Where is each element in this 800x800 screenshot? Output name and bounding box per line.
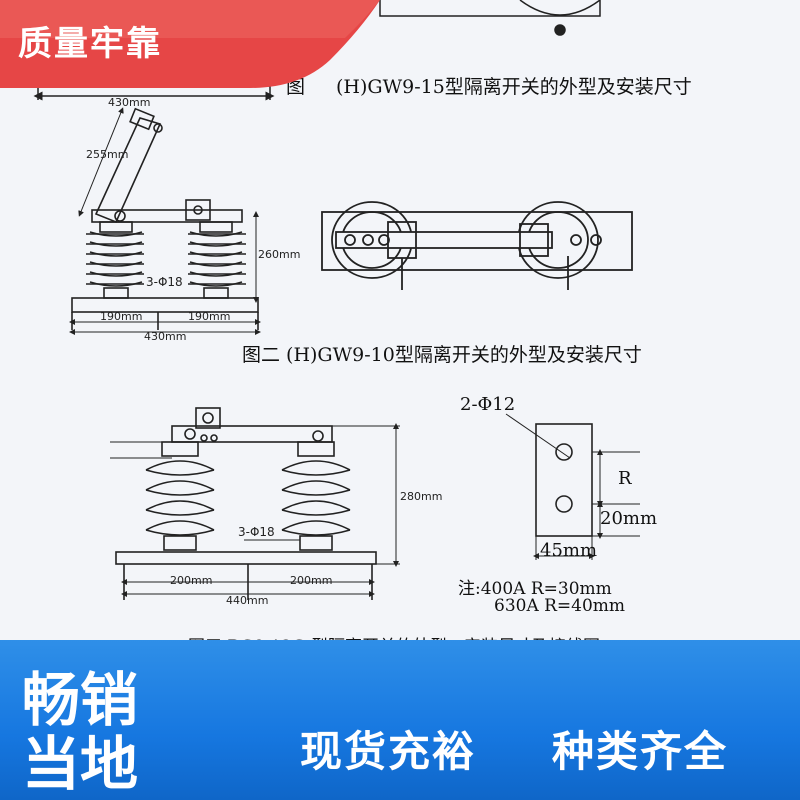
- banner-line1: 畅销: [22, 666, 139, 734]
- fig2-hole-label: 3-Φ18: [146, 275, 183, 289]
- figure3-side-view: [110, 407, 400, 600]
- fig1-dim-430: 430mm: [108, 96, 150, 109]
- figure2-side-view: [69, 107, 261, 335]
- quality-badge: [0, 0, 380, 88]
- banner-slogan1: 现货充裕: [300, 727, 477, 776]
- terminal-dim-45: 45mm: [540, 540, 597, 561]
- fig2-dim-255: 255mm: [86, 148, 128, 161]
- fig2-dim-260: 260mm: [258, 248, 300, 261]
- fig2-dim-430: 430mm: [144, 330, 186, 343]
- banner-line2: 当地: [22, 730, 139, 798]
- fig3-dim-280: 280mm: [400, 490, 442, 503]
- terminal-detail: [505, 413, 640, 560]
- fig2-insulator-right: [188, 221, 246, 299]
- fig3-dim-200a: 200mm: [170, 574, 212, 587]
- terminal-note-400a: 注:400A R=30mm: [458, 579, 612, 599]
- fig2-dim-190b: 190mm: [188, 310, 230, 323]
- badge-text: 质量牢靠: [18, 24, 162, 64]
- fig3-insulator-right: [281, 441, 351, 551]
- fig3-insulator-left: [145, 441, 215, 551]
- banner-slogan2: 种类齐全: [552, 727, 729, 776]
- fig3-dim-440: 440mm: [226, 594, 268, 607]
- promo-banner: [0, 640, 800, 800]
- terminal-holes-label: 2-Φ12: [460, 394, 515, 415]
- terminal-r-label: R: [618, 468, 632, 489]
- fig2-dim-190a: 190mm: [100, 310, 142, 323]
- figure2-caption: 图二 (H)GW9-10型隔离开关的外型及安装尺寸: [242, 344, 642, 366]
- terminal-note-630a: 630A R=40mm: [494, 596, 626, 616]
- fig3-dim-200b: 200mm: [290, 574, 332, 587]
- fig2-insulator-left: [86, 221, 144, 299]
- figure1-caption: (H)GW9-15型隔离开关的外型及安装尺寸: [336, 76, 692, 98]
- fig3-hole-label: 3-Φ18: [238, 525, 275, 539]
- banner-left-text: 畅销 当地: [22, 668, 138, 796]
- figure2-top-view: [321, 201, 633, 290]
- terminal-dim-20: 20mm: [600, 508, 657, 529]
